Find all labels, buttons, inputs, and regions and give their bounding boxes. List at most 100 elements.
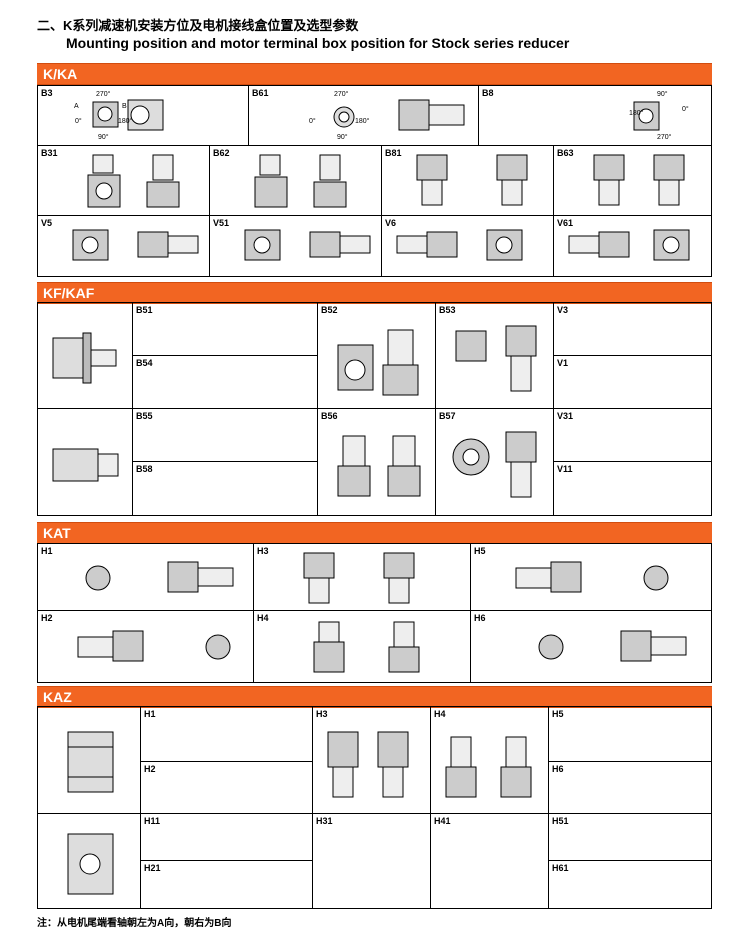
degree-label: 0° [75,118,82,125]
cell-kat-h3: H3 [254,544,471,611]
cell-kf-motor [38,409,133,515]
mounting-diagram-icon [568,229,690,261]
section-title: KF/KAF [43,285,95,301]
mounting-diagram-icon [92,99,164,131]
mounting-diagram-icon [538,630,687,662]
cell-label: H5 [474,546,486,556]
title-en: Mounting position and motor terminal box… [66,35,570,51]
cell-label: V1 [557,358,569,368]
cell-label: H1 [144,709,156,719]
cell-b53: B53 [436,303,554,409]
mounting-diagram-icon [396,229,523,261]
cell-label: V61 [557,218,574,228]
cell-b52: B52 [318,303,436,409]
cell-label: H3 [257,546,269,556]
cell-label: H4 [434,709,446,719]
cell-label: V5 [41,218,53,228]
mounting-diagram-icon [452,431,537,498]
cell-label: V11 [557,464,573,474]
mounting-diagram-icon [333,99,465,131]
gearbox-front-diagram-icon [67,731,114,793]
cell-kaz-h31: H31 [313,814,431,908]
cell-label: B61 [252,88,269,98]
mounting-diagram-icon [313,621,420,673]
mounting-diagram-icon [445,736,532,798]
cell-label: B8 [482,88,494,98]
degree-label: B [122,103,127,110]
cell-v61: V61 [554,216,711,276]
cell-label: H1 [41,546,53,556]
cell-kaz-h2: H2 [141,762,313,814]
mounting-diagram-icon [337,435,421,497]
mounting-diagram-icon [72,229,199,261]
cell-b58: B58 [133,462,318,515]
cell-b55: B55 [133,409,318,462]
section-bar-kat: KAT [37,522,712,544]
cell-kf-flange [38,303,133,409]
cell-label: B31 [41,148,58,158]
cell-label: V3 [557,305,569,315]
degree-label: 0° [682,106,689,113]
cell-label: H5 [552,709,564,719]
cell-v51: V51 [210,216,382,276]
cell-label: H21 [144,863,161,873]
grid-kka: B3 270° A B 0° 180° 90° B61 270° 0° 180°… [37,85,712,277]
cell-b54: B54 [133,356,318,409]
cell-label: H31 [316,816,333,826]
cell-b31: B31 [38,146,210,216]
cell-label: B3 [41,88,53,98]
degree-label: 180° [629,110,644,117]
grid-kfkaf: B51 B52 B53 V3 B54 V1 B55 B56 B57 V31 B5… [37,302,712,516]
motor-diagram-icon [52,448,119,482]
cell-kaz-h1: H1 [141,707,313,762]
degree-label: 180° [118,118,133,125]
cell-label: V31 [557,411,574,421]
cell-b56: B56 [318,409,436,515]
mounting-diagram-icon [327,731,409,798]
cell-kaz-h5: H5 [549,707,711,762]
cell-label: H41 [434,816,451,826]
mounting-diagram-icon [254,154,347,208]
section-title: K/KA [43,66,78,82]
degree-label: 180° [355,118,370,125]
mounting-diagram-icon [303,552,415,604]
cell-v1: V1 [554,356,711,409]
cell-label: V51 [213,218,230,228]
section-bar-kka: K/KA [37,63,712,85]
cell-kaz-front [38,707,141,814]
section-bar-kfkaf: KF/KAF [37,282,712,304]
cell-b81: B81 [382,146,554,216]
cell-label: B81 [385,148,402,158]
cell-v11: V11 [554,462,711,515]
cell-kaz-h21: H21 [141,861,313,908]
title-cn: 二、K系列减速机安装方位及电机接线盒位置及选型参数 [37,18,359,33]
degree-label: 0° [309,118,316,125]
cell-kat-h6: H6 [471,611,711,682]
cell-label: H6 [552,764,564,774]
mounting-diagram-icon [515,561,669,593]
cell-label: B63 [557,148,574,158]
cell-kaz-h51: H51 [549,814,711,861]
mounting-diagram-icon [77,630,231,662]
cell-label: H11 [144,816,161,826]
cell-v5: V5 [38,216,210,276]
mounting-diagram-icon [633,101,660,131]
mounting-diagram-icon [593,154,685,206]
degree-label: 270° [334,91,349,98]
cell-v31: V31 [554,409,711,462]
degree-label: A [74,103,79,110]
cell-label: B54 [136,358,153,368]
cell-kaz-h3: H3 [313,707,431,814]
section-bar-kaz: KAZ [37,686,712,708]
degree-label: 270° [657,134,672,141]
cell-b62: B62 [210,146,382,216]
cell-kaz-h41: H41 [431,814,549,908]
cell-label: H6 [474,613,486,623]
mounting-diagram-icon [244,229,371,261]
degree-label: 90° [337,134,348,141]
mounting-diagram-icon [85,561,234,593]
mounting-diagram-icon [337,329,419,396]
cell-label: B51 [136,305,153,315]
cell-label: B57 [439,411,456,421]
degree-label: 270° [96,91,111,98]
